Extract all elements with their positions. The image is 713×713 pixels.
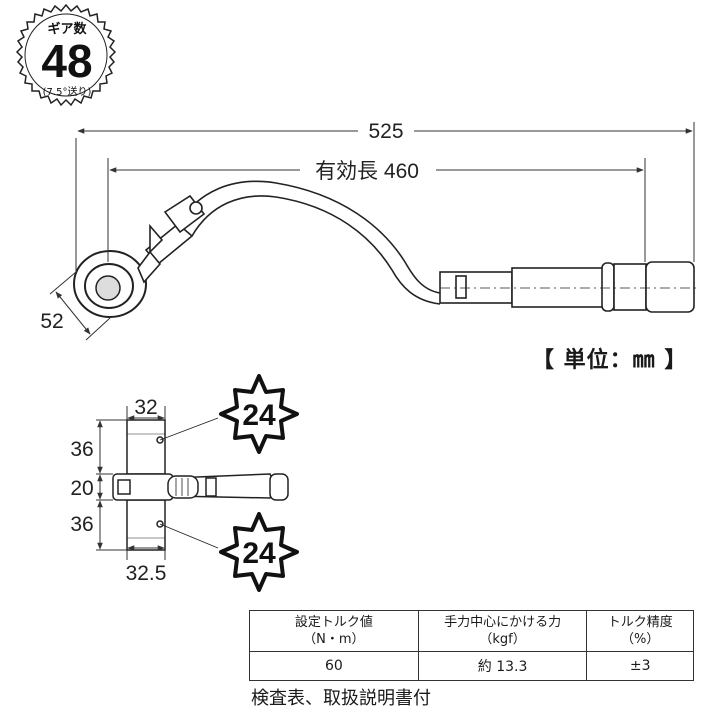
twelve-point-socket-icon xyxy=(219,374,299,454)
spec-header-hand-force-title: 手力中心にかける力 xyxy=(444,615,562,630)
gear-outline-icon xyxy=(15,3,117,107)
spec-table-value-row: 60 約 13.3 ±3 xyxy=(249,651,694,681)
socket-size-badge-top: 24 xyxy=(219,374,299,454)
spec-header-accuracy-title: トルク精度 xyxy=(607,615,673,630)
spec-header-set-torque-title: 設定トルク値 xyxy=(294,615,373,630)
spec-header-hand-force: 手力中心にかける力 （kgf） xyxy=(417,610,588,652)
gear-count-badge: ギア数 48 (7.5°送り) xyxy=(15,3,117,107)
spec-value-set-torque: 60 xyxy=(249,651,419,681)
spec-header-hand-force-unit: （kgf） xyxy=(479,632,526,647)
spec-table-header-row: 設定トルク値 （N・m） 手力中心にかける力 （kgf） トルク精度 （%） xyxy=(249,610,694,652)
gear-count-label: ギア数 xyxy=(47,21,87,37)
unit-note: 【 単位：㎜ 】 xyxy=(532,348,688,373)
middle-height-label: 20 xyxy=(70,477,93,500)
twelve-point-socket-icon xyxy=(219,512,299,592)
side-bottom-width-label: 32.5 xyxy=(126,562,167,585)
head-width-dimension xyxy=(49,271,111,341)
upper-height-label: 36 xyxy=(70,438,93,461)
spec-header-set-torque-unit: （N・m） xyxy=(303,632,365,647)
spec-header-set-torque: 設定トルク値 （N・m） xyxy=(249,610,419,652)
wrench-main-view xyxy=(73,180,700,318)
spec-table: 設定トルク値 （N・m） 手力中心にかける力 （kgf） トルク精度 （%） 6… xyxy=(249,610,694,681)
overall-length-label: 525 xyxy=(368,120,403,143)
spec-value-accuracy: ±3 xyxy=(586,651,694,681)
side-view-dimensions xyxy=(96,406,166,560)
gear-count-number: 48 xyxy=(41,35,92,87)
head-width-label: 52 xyxy=(40,310,63,333)
spec-header-accuracy-unit: （%） xyxy=(621,632,660,647)
effective-length-label: 有効長 460 xyxy=(315,160,419,183)
overall-length-dimension xyxy=(75,118,695,272)
socket-size-top-label: 24 xyxy=(242,399,276,432)
lower-height-label: 36 xyxy=(70,513,93,536)
accessories-note: 検査表、取扱説明書付 xyxy=(251,688,431,709)
wrench-side-view xyxy=(112,417,289,551)
gear-step-label: (7.5°送り) xyxy=(43,85,92,98)
spec-value-hand-force: 約 13.3 xyxy=(417,651,588,681)
side-top-width-label: 32 xyxy=(134,396,157,419)
socket-size-badge-bottom: 24 xyxy=(219,512,299,592)
socket-size-bottom-label: 24 xyxy=(242,537,276,570)
spec-header-accuracy: トルク精度 （%） xyxy=(586,610,694,652)
effective-length-dimension xyxy=(107,158,646,262)
